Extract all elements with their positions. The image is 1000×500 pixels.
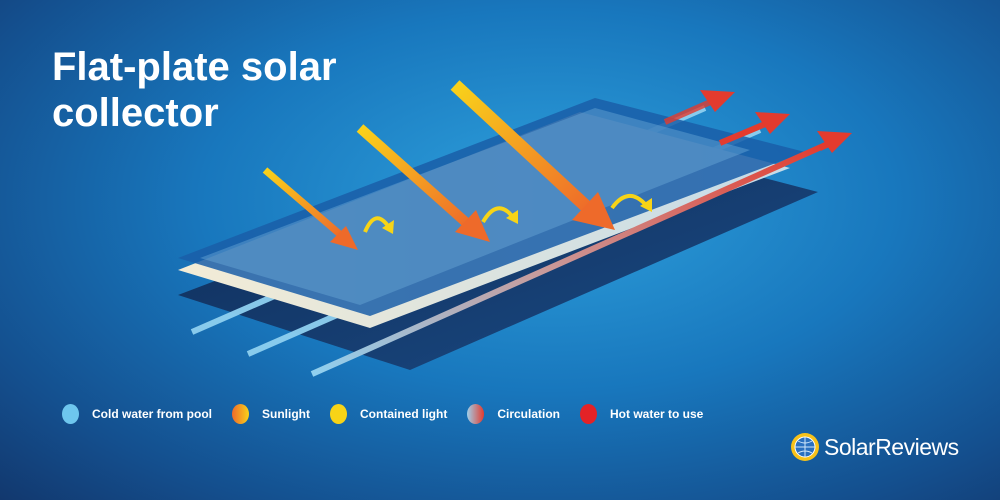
hot-water-arrows — [663, 90, 852, 153]
glass-cover-inner — [200, 108, 750, 305]
contained-light-swatch — [330, 404, 347, 424]
sun-globe-icon — [791, 433, 819, 461]
sunlight-arrows — [262, 80, 615, 250]
contained-light-arrows — [363, 194, 652, 234]
legend-item-sunlight: Sunlight — [232, 404, 310, 424]
legend-label: Sunlight — [262, 407, 310, 421]
legend-label: Cold water from pool — [92, 407, 212, 421]
legend-label: Hot water to use — [610, 407, 704, 421]
brand-name: SolarReviews — [824, 433, 959, 460]
legend-item-circulation: Circulation — [467, 404, 560, 424]
hot-water-swatch — [580, 404, 597, 424]
page-title: Flat-plate solar collector — [52, 45, 337, 135]
legend-label: Circulation — [497, 407, 560, 421]
legend-item-cold-water: Cold water from pool — [62, 404, 212, 424]
legend-item-hot-water: Hot water to use — [580, 404, 703, 424]
circulation-swatch — [467, 404, 485, 424]
circulation-pipe — [310, 140, 832, 377]
legend-item-contained-light: Contained light — [330, 404, 447, 424]
legend-label: Contained light — [360, 407, 448, 421]
brand-logo: SolarReviews — [790, 432, 959, 462]
glass-cover — [178, 98, 805, 316]
cold-water-swatch — [62, 404, 79, 424]
sunlight-swatch — [232, 404, 249, 424]
legend: Cold water from pool Sunlight Contained … — [62, 404, 723, 424]
